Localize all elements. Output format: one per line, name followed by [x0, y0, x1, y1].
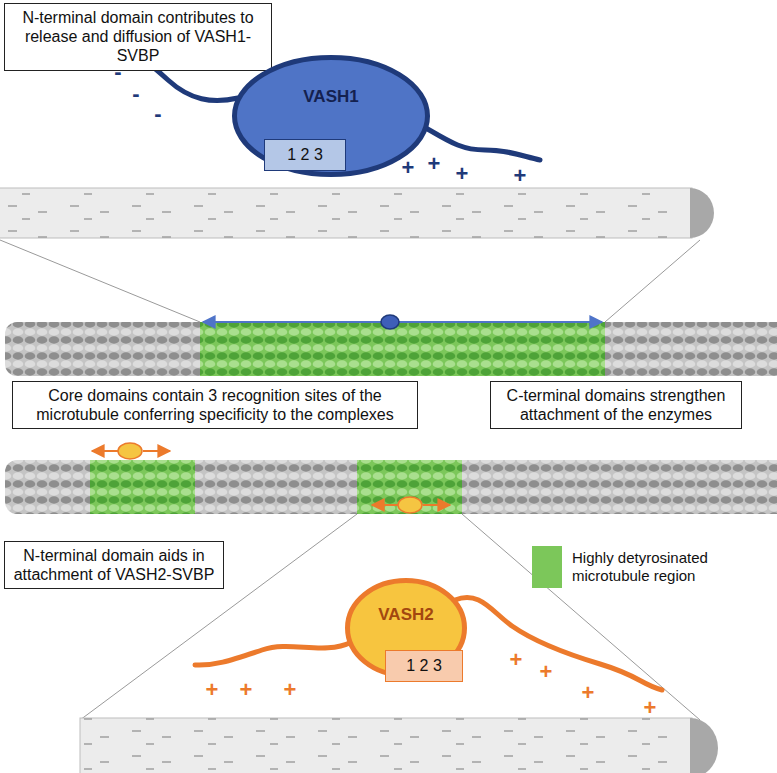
box-text: C-terminal domains strengthen attachment…: [507, 387, 726, 423]
vash1-enzyme: VASH1 1 2 3: [232, 55, 430, 177]
charge-sign: +: [428, 153, 441, 175]
diffusion-arrow: [143, 450, 170, 452]
vash2-enzyme: VASH2 1 2 3: [345, 578, 467, 678]
box-text: 1 2 3: [406, 656, 442, 675]
diffusion-arrow: [398, 321, 602, 323]
recognition-sites-box: 1 2 3: [385, 650, 463, 682]
enzyme-outline: [235, 58, 428, 175]
box-text: N-terminal domain aids in attachment of …: [14, 547, 215, 583]
charge-sign: +: [514, 165, 527, 187]
box-text: N-terminal domain contributes to release…: [22, 9, 253, 64]
n-terminal-tail: [195, 642, 352, 665]
diffusion-arrow: [423, 504, 450, 506]
charge-sign: -: [132, 83, 139, 105]
charge-sign: +: [644, 697, 657, 719]
charge-sign: +: [510, 649, 523, 671]
charge-sign: +: [284, 679, 297, 701]
charge-sign: +: [402, 157, 415, 179]
diffusion-arrow: [203, 321, 382, 323]
box-text: Core domains contain 3 recognition sites…: [36, 387, 394, 423]
vash2-complex-dot: [118, 443, 142, 459]
zoom-line: [605, 240, 700, 322]
annotation-box: Core domains contain 3 recognition sites…: [12, 381, 418, 429]
charge-sign: +: [240, 679, 253, 701]
microtubule: [5, 322, 777, 376]
diffusion-arrow: [92, 450, 118, 452]
enzyme-label-wrap: VASH1: [232, 55, 430, 139]
charge-sign: +: [582, 682, 595, 704]
microtubule-surface: [80, 718, 718, 773]
annotation-box: N-terminal domain contributes to release…: [4, 3, 272, 71]
microtubule-surface: [0, 188, 714, 238]
charge-sign: +: [456, 163, 469, 185]
enzyme-name: VASH1: [303, 87, 358, 107]
c-terminal-tail: [455, 597, 662, 690]
enzyme-label-wrap: VASH2: [345, 578, 467, 652]
diffusion-arrow: [372, 504, 398, 506]
charge-sign: +: [540, 661, 553, 683]
microtubule: [5, 460, 777, 514]
zoom-line: [0, 240, 200, 322]
charge-sign: +: [206, 679, 219, 701]
legend-text: Highly detyrosinated microtubule region: [572, 549, 772, 585]
legend-swatch: [532, 546, 562, 588]
vash2-complex-dot: [398, 497, 422, 513]
enzyme-name: VASH2: [378, 605, 433, 625]
c-terminal-tail: [426, 128, 540, 160]
vash1-complex-dot: [381, 315, 399, 329]
recognition-sites-box: 1 2 3: [264, 139, 346, 171]
charge-sign: -: [154, 103, 161, 125]
annotation-box: C-terminal domains strengthen attachment…: [490, 381, 742, 429]
annotation-box: N-terminal domain aids in attachment of …: [4, 541, 224, 589]
box-text: 1 2 3: [287, 145, 323, 164]
charge-sign: -: [114, 61, 121, 83]
